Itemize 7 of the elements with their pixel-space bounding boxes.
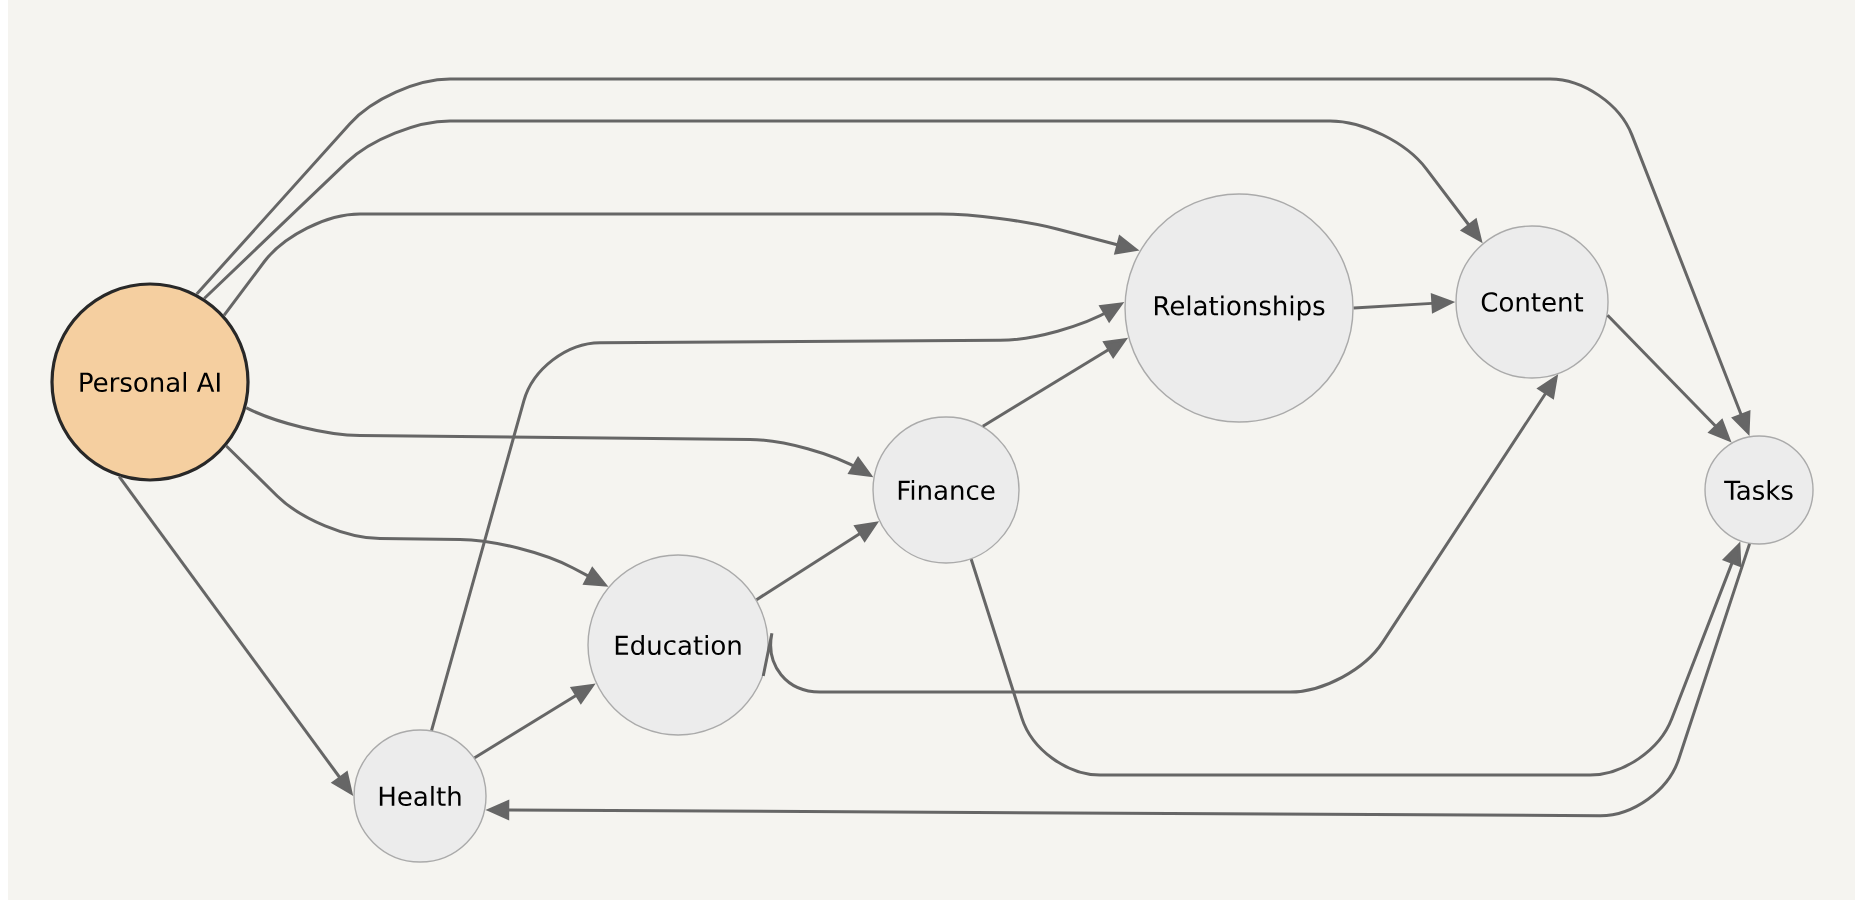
circle-node: Finance (872, 416, 1020, 564)
circle-node: Education (587, 554, 769, 736)
circle-node: Relationships (1124, 193, 1354, 423)
circle-node: Personal AI (50, 282, 250, 482)
circle-node: Content (1455, 225, 1609, 379)
circle-node: Tasks (1704, 435, 1814, 545)
circle-node: Health (353, 729, 487, 863)
